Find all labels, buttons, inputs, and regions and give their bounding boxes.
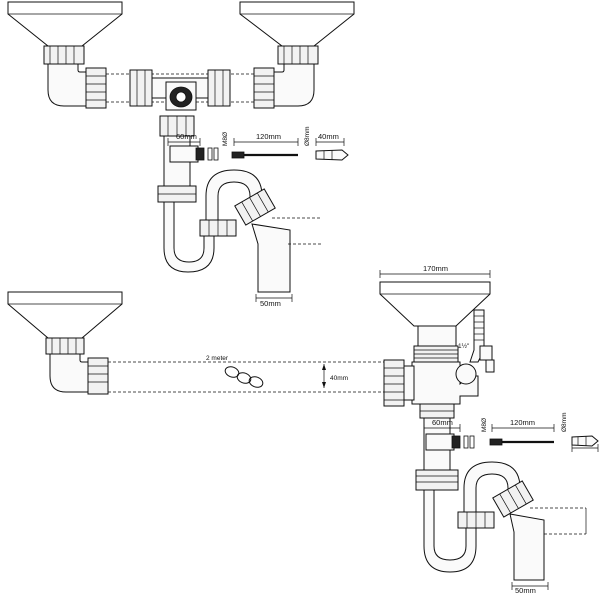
bottom-label-d8mm: Ø8mm: [561, 413, 568, 433]
label-1-half-inch: 1½": [458, 342, 470, 350]
top-label-m8: M8Ø: [222, 132, 229, 146]
top-label-120mm: 120mm: [256, 132, 281, 141]
flexible-hose: 2 meter 40mm: [108, 355, 384, 393]
top-label-50mm: 50mm: [260, 299, 281, 308]
bottom-overflow-tee: [383, 309, 495, 419]
bottom-right-basin: 170mm 1½": [379, 264, 491, 363]
top-label-60mm: 60mm: [176, 132, 197, 141]
bottom-left-basin: [7, 291, 123, 395]
bottom-fixing-kit: 60mm M8Ø 120mm Ø8mm 40mm: [423, 413, 599, 452]
hose-diameter-label: 40mm: [330, 375, 348, 382]
bottom-label-m8: M8Ø: [481, 418, 488, 432]
top-connector-pipes: [106, 69, 254, 111]
top-label-40mm: 40mm: [318, 132, 339, 141]
bottom-label-120mm: 120mm: [510, 418, 535, 427]
top-label-d8mm: Ø8mm: [304, 127, 311, 147]
bottom-label-50mm: 50mm: [515, 586, 536, 594]
top-trap: 50mm: [157, 115, 322, 308]
top-right-basin: [239, 1, 355, 109]
bottom-trap: 50mm: [415, 417, 587, 594]
label-170mm: 170mm: [423, 264, 448, 273]
hose-length-label: 2 meter: [206, 355, 229, 362]
bottom-label-60mm: 60mm: [432, 418, 453, 427]
top-left-basin: [7, 1, 123, 109]
top-fixing-kit: 60mm M8Ø 120mm Ø8mm 40mm: [167, 127, 349, 163]
